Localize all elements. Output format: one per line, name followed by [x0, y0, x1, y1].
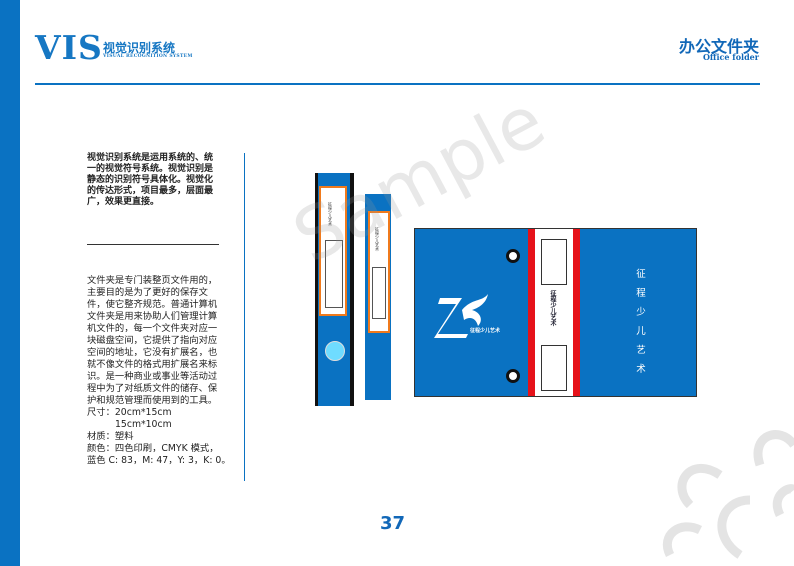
text-divider [87, 244, 219, 245]
ring-hole-icon [506, 249, 520, 263]
page-title: 办公文件夹 [678, 37, 759, 56]
brand-logo: VIS [35, 28, 103, 67]
desc-line: 块磁盘空间，它提供了指向对应 [87, 335, 218, 346]
page-number: 37 [380, 513, 406, 534]
spine-window [541, 239, 567, 285]
desc-line: 文件夹是专门装整页文件用的， [87, 275, 218, 286]
blue-spec: 蓝色 C: 83，M: 47，Y: 3，K: 0。 [87, 455, 231, 466]
page-subtitle: Office folder [702, 52, 759, 62]
left-accent-bar [0, 0, 20, 566]
spine-window [325, 240, 343, 308]
brand-subtitle-en: VISUAL RECOGNITION SYSTEM [103, 54, 193, 59]
finger-hole-icon [325, 341, 345, 361]
spine-window [541, 345, 567, 391]
header-divider [35, 83, 760, 85]
size-spec-2: 15cm*10cm [115, 419, 172, 430]
size-spec: 尺寸：20cm*15cm [87, 407, 172, 418]
spine-window [372, 267, 386, 319]
red-stripe [528, 229, 535, 396]
desc-line: 就不像文件的格式用扩展名来标 [87, 359, 218, 370]
desc-line: 程中为了对纸质文件的储存、保 [87, 383, 218, 394]
logo-text: 征程少儿艺术 [470, 328, 501, 334]
spine-label-text: 征程少儿艺术 [328, 202, 333, 226]
description: 文件夹是专门装整页文件用的， 主要目的是为了更好的保存文 件，使它整齐规范。普通… [87, 275, 231, 467]
desc-line: 文件夹是用来协助人们管理计算 [87, 311, 218, 322]
intro-text: 视觉识别系统是运用系统的、统一的视觉符号系统。视觉识别是静态的识别符号具体化。视… [87, 153, 214, 207]
brand-subtitle-cn: 视觉识别系统 [103, 41, 176, 55]
desc-line: 护和规范管理而使用到的工具。 [87, 395, 218, 406]
color-spec: 颜色：四色印刷，CMYK 模式， [87, 443, 219, 454]
decorative-swirl-icon [662, 430, 794, 559]
desc-line: 识。是一种商业或事业等活动过 [87, 371, 218, 382]
vertical-divider [244, 153, 245, 481]
material-spec: 材质：塑料 [87, 431, 134, 442]
desc-line: 主要目的是为了更好的保存文 [87, 287, 208, 298]
folder-spine-text: 征程少儿艺术 [549, 290, 556, 326]
desc-line: 件，使它整齐规范。普通计算机 [87, 299, 218, 310]
desc-line: 机文件的，每一个文件夹对应一 [87, 323, 218, 334]
folder-front-text: 征程少儿艺术 [636, 269, 646, 375]
zc-logo-icon [434, 294, 488, 338]
red-stripe [573, 229, 580, 396]
spine-label-text: 征程少儿艺术 [375, 227, 380, 251]
desc-line: 空间的地址，它没有扩展名，也 [87, 347, 218, 358]
ring-hole-icon [506, 369, 520, 383]
